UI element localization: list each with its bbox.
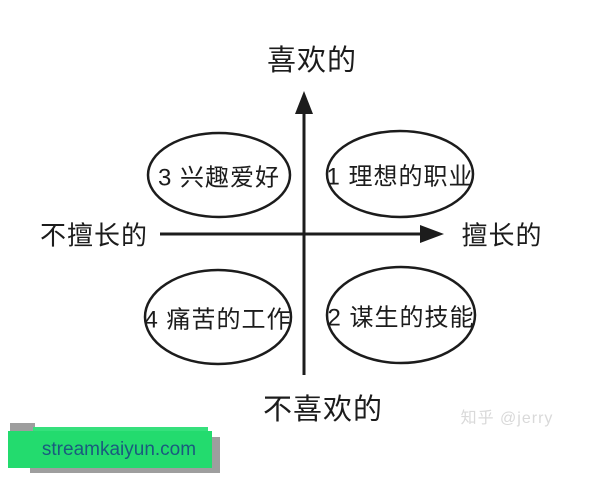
- axis-label-top: 喜欢的: [266, 45, 358, 77]
- quadrant-label-bottom-right: 2 谋生的技能: [327, 304, 475, 332]
- arrow-up-icon: [295, 91, 313, 114]
- axis-label-right: 擅长的: [461, 220, 543, 251]
- site-banner-link[interactable]: streamkaiyun.com: [8, 431, 212, 468]
- ellipse-top-left: [146, 131, 292, 219]
- site-banner-text: streamkaiyun.com: [41, 438, 197, 460]
- ellipse-bottom-left: [143, 268, 293, 366]
- axis-label-left: 不擅长的: [39, 220, 149, 251]
- quadrant-label-top-right: 1 理想的职业: [326, 163, 474, 191]
- quadrant-label-bottom-left: 4 痛苦的工作: [144, 306, 292, 334]
- axis-label-bottom: 不喜欢的: [262, 394, 384, 426]
- ellipse-bottom-right: [325, 265, 477, 365]
- zhihu-watermark: 知乎 @jerry: [460, 410, 554, 427]
- quadrant-label-top-left: 3 兴趣爱好: [157, 164, 281, 192]
- arrow-right-icon: [420, 225, 444, 243]
- ellipse-top-right: [325, 129, 475, 219]
